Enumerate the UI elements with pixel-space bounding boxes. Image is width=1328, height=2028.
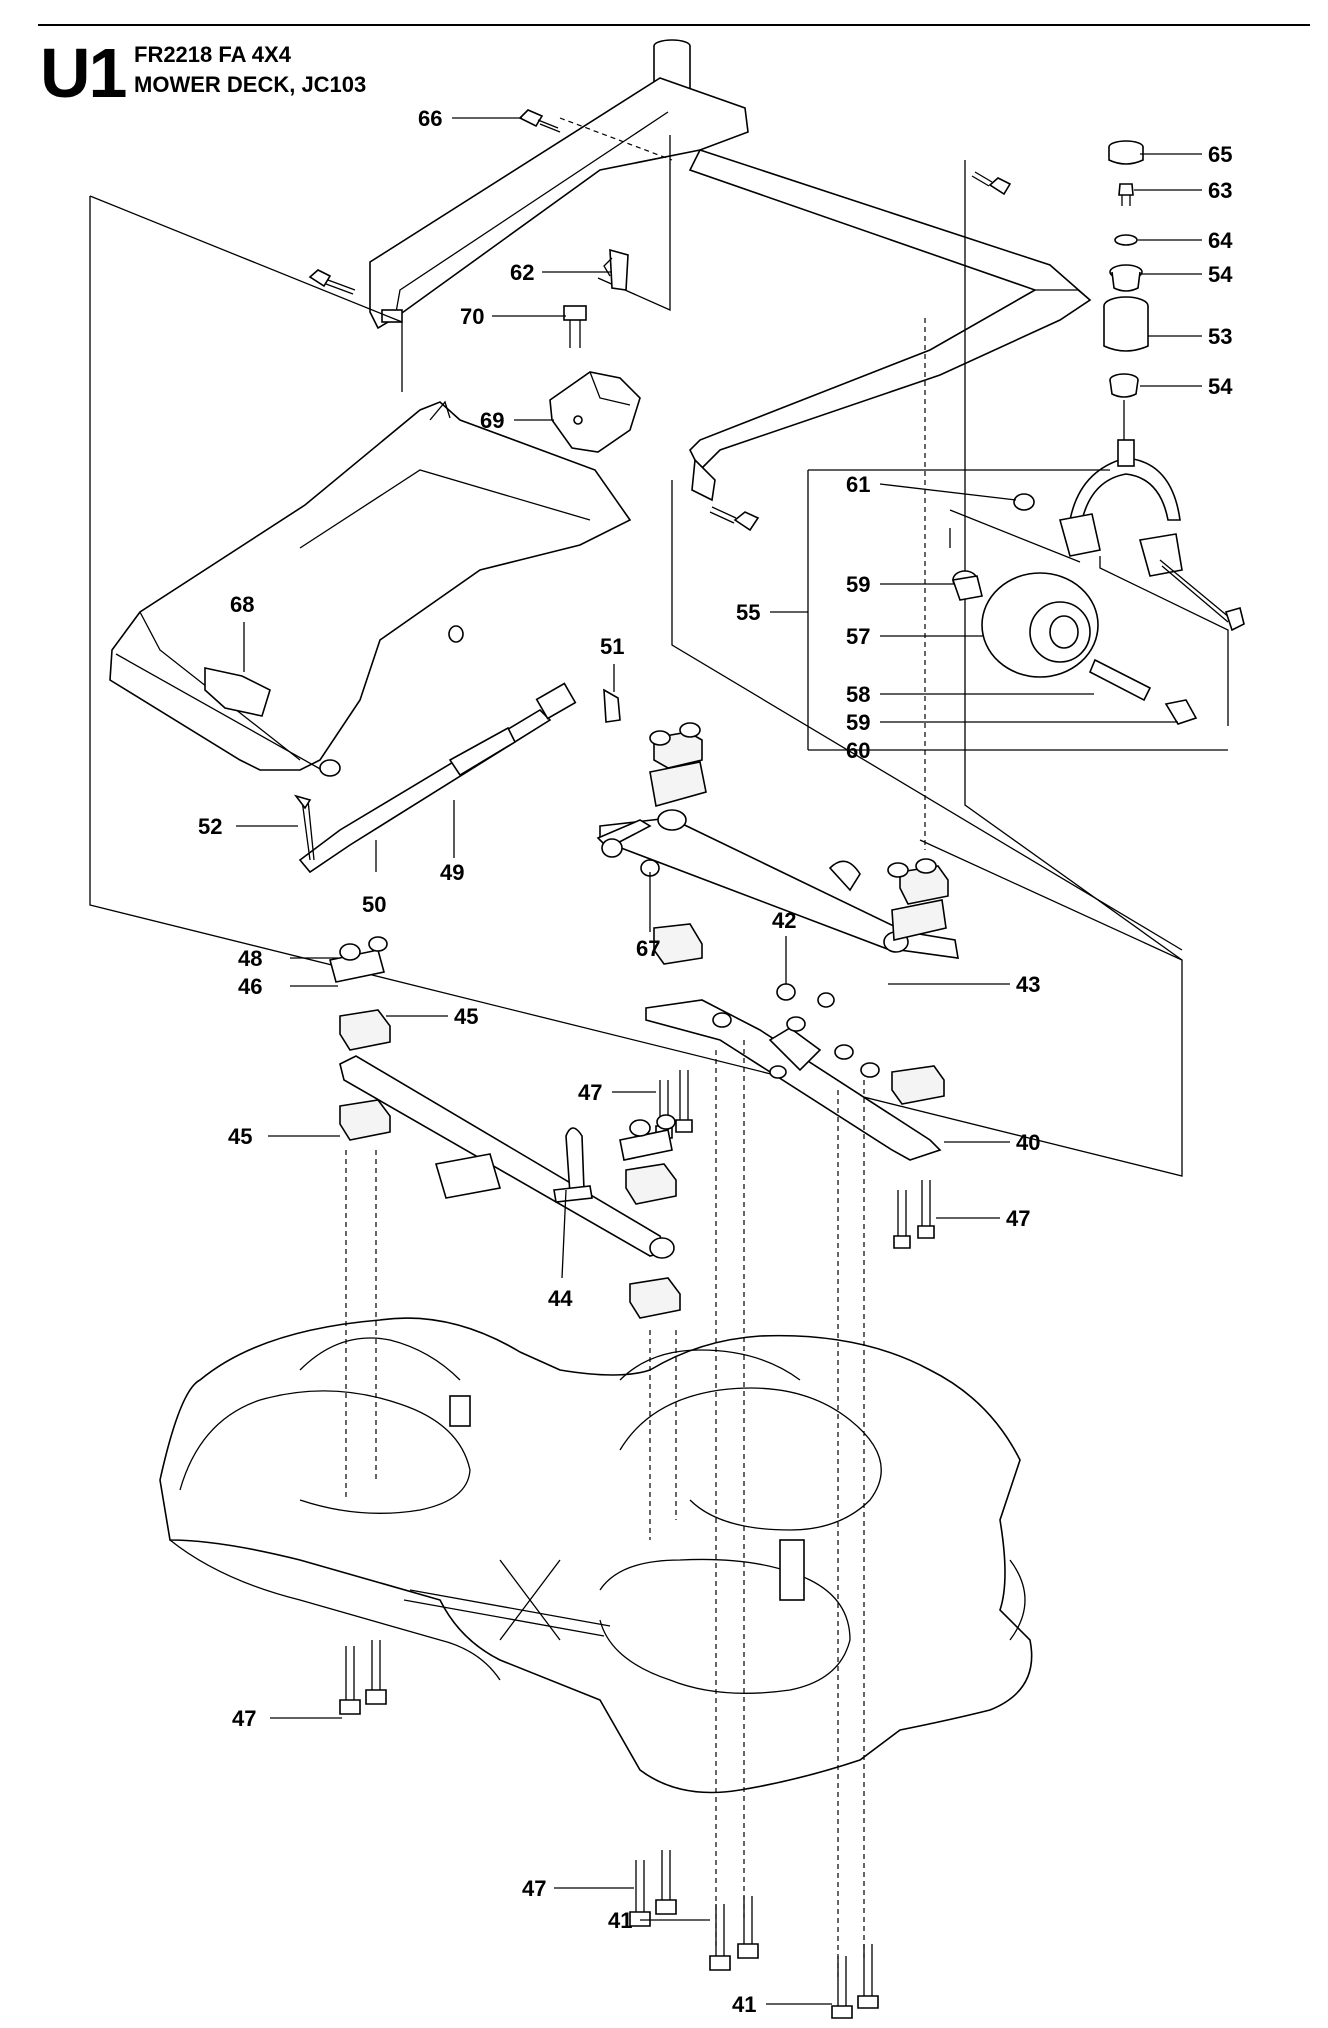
callout-44: 44 — [548, 1286, 573, 1311]
leader-lines — [236, 117, 1228, 2005]
lift-arm-drawing — [89, 39, 1183, 1177]
callout-59-upper: 59 — [846, 572, 870, 597]
callout-51: 51 — [600, 634, 624, 659]
callout-49: 49 — [440, 860, 464, 885]
bracket-62-drawing — [603, 248, 629, 291]
callout-47-mid-right: 47 — [1006, 1206, 1030, 1231]
bolt-70-drawing — [563, 305, 587, 348]
callout-60: 60 — [846, 738, 870, 763]
callout-48: 48 — [238, 946, 262, 971]
callout-41-upper: 41 — [608, 1908, 632, 1933]
bracket-69-drawing — [549, 371, 641, 453]
bolt-right-top-drawing — [971, 171, 1012, 196]
callout-61: 61 — [846, 472, 870, 497]
model-name: FR2218 FA 4X4 — [134, 42, 291, 67]
callout-47-mid-left: 47 — [578, 1080, 602, 1105]
callout-43: 43 — [1016, 972, 1040, 997]
callout-66: 66 — [418, 106, 442, 131]
diagram-title: MOWER DECK, JC103 — [134, 72, 367, 97]
callout-52: 52 — [198, 814, 222, 839]
bolt-right-arm-drawing — [709, 506, 760, 532]
callout-50: 50 — [362, 892, 386, 917]
callout-63: 63 — [1208, 178, 1232, 203]
header-rule — [38, 24, 1310, 26]
callout-69: 69 — [480, 408, 504, 433]
callout-42: 42 — [772, 908, 796, 933]
callout-45-lower: 45 — [228, 1124, 252, 1149]
callout-65: 65 — [1208, 142, 1232, 167]
callout-41-lower: 41 — [732, 1992, 756, 2017]
bolt-66-drawing — [518, 109, 561, 133]
callout-54-lower: 54 — [1208, 374, 1233, 399]
callout-62: 62 — [510, 260, 534, 285]
callout-68: 68 — [230, 592, 254, 617]
callout-59-lower: 59 — [846, 710, 870, 735]
lift-link-drawing — [293, 682, 621, 874]
callout-47-deck-bottom: 47 — [522, 1876, 546, 1901]
callout-70: 70 — [460, 304, 484, 329]
callout-57: 57 — [846, 624, 870, 649]
callout-46: 46 — [238, 974, 262, 999]
callout-58: 58 — [846, 682, 870, 707]
callouts: 66 65 63 64 54 62 53 70 54 69 61 59 55 5… — [198, 106, 1233, 2017]
callout-40: 40 — [1016, 1130, 1040, 1155]
callout-45-upper: 45 — [454, 1004, 478, 1029]
bolt-left-drawing — [308, 269, 356, 295]
callout-54-upper: 54 — [1208, 262, 1233, 287]
deck-lift-frame-drawing — [109, 400, 632, 777]
deck-bolts-drawing — [339, 1640, 879, 2019]
callout-47-deck-left: 47 — [232, 1706, 256, 1731]
callout-64: 64 — [1208, 228, 1233, 253]
gauge-wheel-drawing — [949, 140, 1245, 726]
callout-67: 67 — [636, 936, 660, 961]
callout-55: 55 — [736, 600, 760, 625]
mower-deck-drawing — [159, 1040, 1033, 1980]
section-code: U1 — [40, 34, 127, 112]
shaft-drawing — [329, 722, 959, 1319]
callout-53: 53 — [1208, 324, 1232, 349]
